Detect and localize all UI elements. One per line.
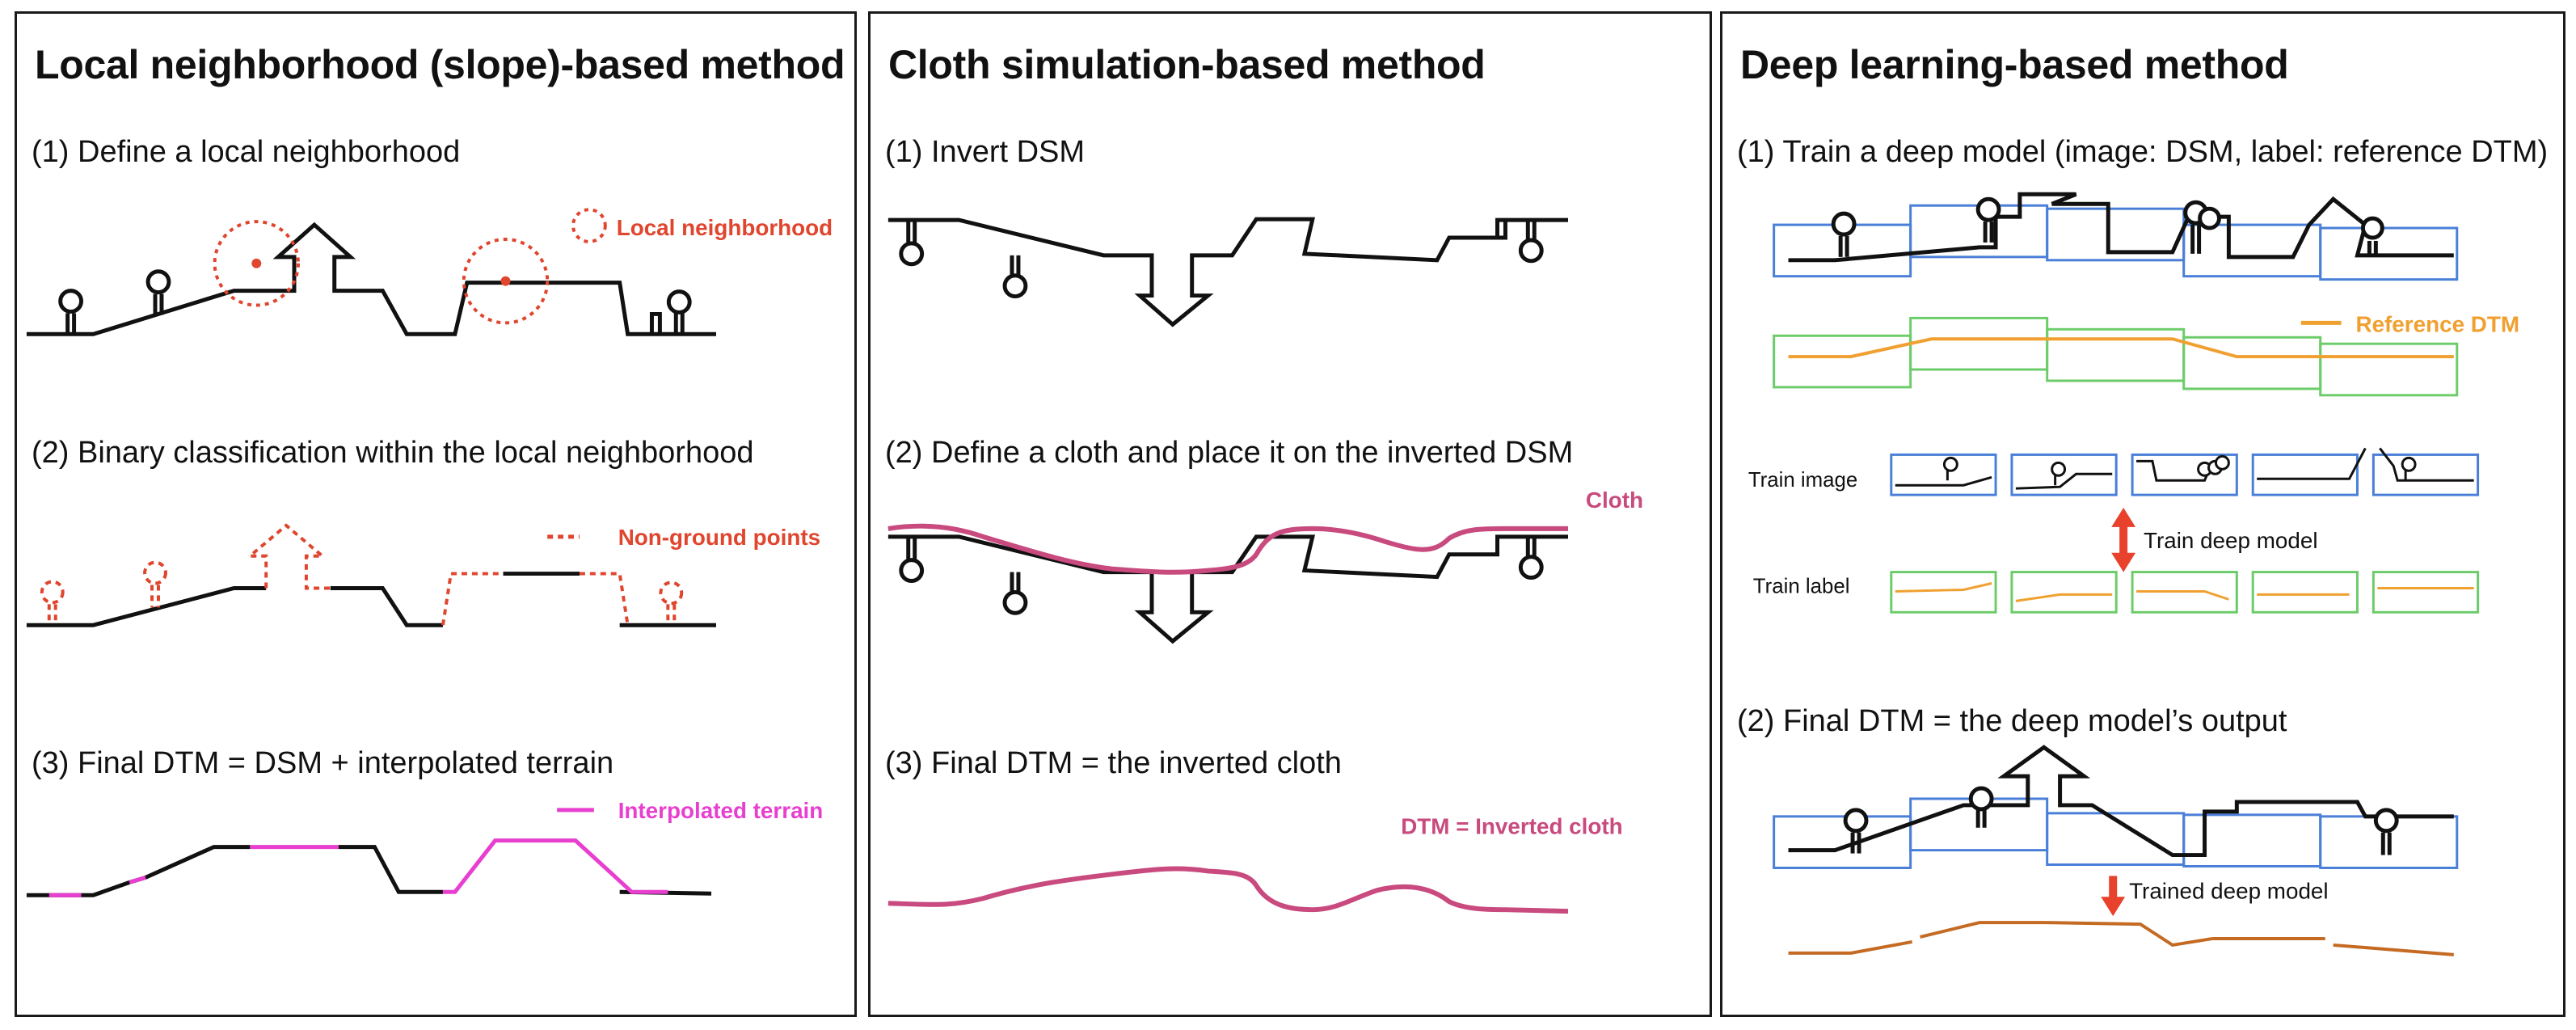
panel-title: Local neighborhood (slope)-based method [35, 42, 845, 87]
legend-local-neighborhood: Local neighborhood [617, 215, 833, 240]
panel-2-diagram: Cloth DTM = Inverted cloth [887, 217, 1643, 914]
neighborhood-center-dot [251, 258, 262, 268]
step-2-label: (2) Final DTM = the deep model’s output [1737, 704, 2287, 738]
test-dsm-profile [1788, 745, 2454, 858]
panel-title: Deep learning-based method [1740, 42, 2289, 87]
panel-cloth-simulation: Cloth simulation-based method (1) Invert… [868, 11, 1712, 1017]
train-image-label: Train image [1748, 469, 1858, 492]
ground-points-profile [26, 572, 716, 627]
step-1-label: (1) Train a deep model (image: DSM, labe… [1737, 135, 2549, 169]
legend-reference-dtm: Reference DTM [2355, 311, 2519, 336]
train-deep-model-label: Train deep model [2144, 528, 2318, 553]
trained-deep-model-arrow [2101, 876, 2126, 917]
panel-local-neighborhood: Local neighborhood (slope)-based method … [15, 11, 857, 1017]
legend-dtm-inverted-cloth: DTM = Inverted cloth [1401, 814, 1622, 839]
inverted-dsm-2 [887, 534, 1569, 644]
train-label-tiles [1773, 316, 2459, 397]
train-image-strip [1890, 453, 2480, 496]
cloth-curve [887, 523, 1569, 575]
train-image-strip-content [1895, 447, 2474, 490]
step-3-label: (3) Final DTM = the inverted cloth [885, 746, 1342, 780]
step-2-label: (2) Binary classification within the loc… [32, 436, 754, 470]
step-1-label: (1) Define a local neighborhood [32, 135, 461, 169]
train-deep-model-arrow [2111, 508, 2136, 572]
dsm-profile-1 [26, 222, 716, 336]
step-3-label: (3) Final DTM = DSM + interpolated terra… [32, 746, 614, 780]
step-2-label: (2) Define a cloth and place it on the i… [885, 436, 1574, 470]
train-label-label: Train label [1753, 575, 1850, 597]
panel-1-diagram: Local neighborhood Non-ground points [26, 208, 833, 897]
reference-dtm-line [1788, 337, 2454, 359]
local-neighborhood-markers [213, 208, 607, 325]
inverted-cloth-curve [887, 866, 1569, 914]
neighborhood-center-dot [500, 276, 511, 286]
legend-non-ground-points: Non-ground points [618, 525, 820, 550]
predicted-dtm-line [1788, 921, 2454, 956]
legend-cloth: Cloth [1586, 488, 1643, 513]
inverted-dsm-1 [887, 217, 1569, 327]
train-label-strip-content [1895, 582, 2474, 602]
train-label-strip [1890, 571, 2480, 614]
step-1-label: (1) Invert DSM [885, 135, 1086, 169]
panel-3-diagram: Reference DTM Train image Train label [1748, 192, 2519, 956]
panel-deep-learning: Deep learning-based method (1) Train a d… [1720, 11, 2565, 1017]
trained-deep-model-label: Trained deep model [2129, 878, 2329, 903]
legend-interpolated-terrain: Interpolated terrain [618, 798, 824, 823]
panel-title: Cloth simulation-based method [888, 42, 1486, 87]
final-dtm-profile [26, 808, 712, 897]
test-image-tiles [1773, 797, 2459, 869]
non-ground-points-profile [40, 523, 684, 626]
train-dsm-profile [1788, 192, 2454, 263]
